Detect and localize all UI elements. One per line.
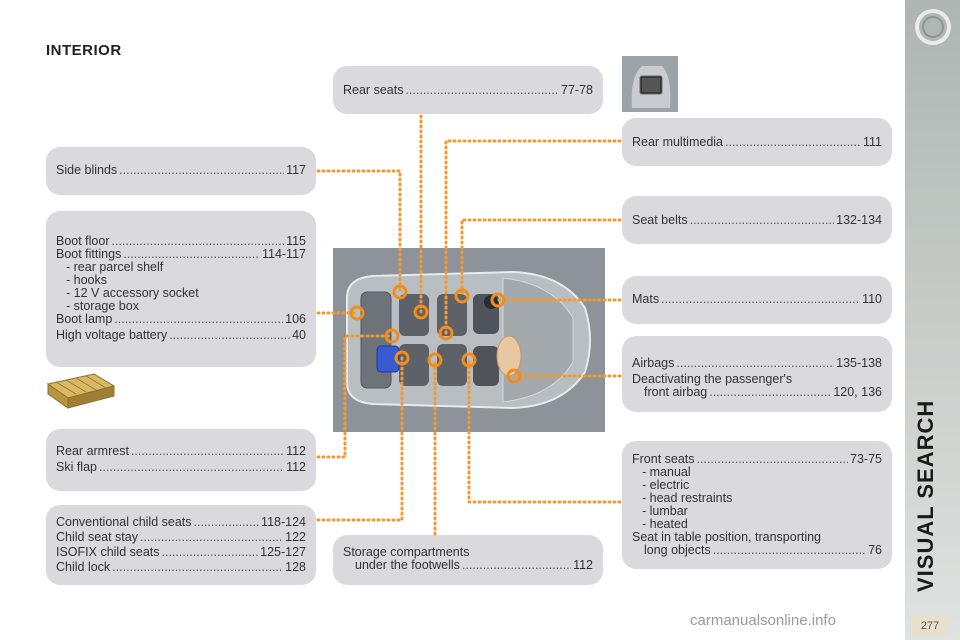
index-row[interactable]: Side blinds117 [56,164,306,177]
sub-item: - lumbar [642,504,688,518]
index-row[interactable]: Boot lamp106 [56,313,306,326]
index-row[interactable]: Airbags135-138 [632,357,882,370]
sub-item: - hooks [66,273,107,287]
index-row[interactable]: Boot floor115 [56,235,306,248]
index-row[interactable]: long objects76 [632,544,882,557]
page-title: INTERIOR [46,42,122,59]
sub-item: - manual [642,465,691,479]
mats-box: Mats110 [622,276,892,324]
sub-item: - electric [642,478,690,492]
index-row[interactable]: Boot fittings114-117 [56,248,306,261]
rear-seats-box: Rear seats77-78 [333,66,603,114]
brand-logo-icon [915,9,951,45]
storage-line: Storage compartments [343,545,470,559]
watermark: carmanualsonline.info [690,612,836,629]
sub-item: - head restraints [642,491,733,505]
index-row[interactable]: Mats110 [632,293,882,306]
side-blinds-box: Side blinds117 [46,147,316,195]
index-row[interactable]: ISOFIX child seats125-127 [56,546,306,559]
sub-item: - 12 V accessory socket [66,286,199,300]
front-seat-line: Seat in table position, transporting [632,530,822,544]
index-row[interactable]: Ski flap112 [56,461,306,474]
index-row[interactable]: front airbag120, 136 [632,386,882,399]
airbags-box: Airbags135-138 Deactivating the passenge… [622,336,892,412]
index-row[interactable]: Front seats73-75 [632,453,882,466]
storage-box: Storage compartments under the footwells… [333,535,603,585]
index-row[interactable]: Conventional child seats118-124 [56,516,306,529]
seat-belts-box: Seat belts132-134 [622,196,892,244]
index-row[interactable]: Child seat stay122 [56,531,306,544]
rear-armrest-box: Rear armrest112 Ski flap112 [46,429,316,491]
index-row[interactable]: under the footwells112 [343,559,593,572]
sub-item: - heated [642,517,688,531]
airbag-line: Deactivating the passenger's [632,372,793,386]
index-row[interactable]: Seat belts132-134 [632,214,882,227]
front-seats-box: Front seats73-75 - manual - electric - h… [622,441,892,569]
sidebar [905,0,960,640]
car-interior-diagram [333,248,605,432]
index-row[interactable]: Rear multimedia111 [632,136,882,149]
boot-box: Boot floor115 Boot fittings114-117 - rea… [46,211,316,367]
index-row[interactable]: Child lock128 [56,561,306,574]
index-row[interactable]: High voltage battery40 [56,329,306,342]
rear-multimedia-screen-image [622,56,678,112]
sub-item: - rear parcel shelf [66,260,164,274]
index-row[interactable]: Rear armrest112 [56,445,306,458]
rear-multimedia-box: Rear multimedia111 [622,118,892,166]
battery-pack-image [46,373,116,409]
child-safety-box: Conventional child seats118-124 Child se… [46,505,316,585]
index-row[interactable]: Rear seats77-78 [343,84,593,97]
page-number: 277 [912,616,948,636]
section-label: VISUAL SEARCH [913,399,938,592]
sub-item: - storage box [66,299,139,313]
